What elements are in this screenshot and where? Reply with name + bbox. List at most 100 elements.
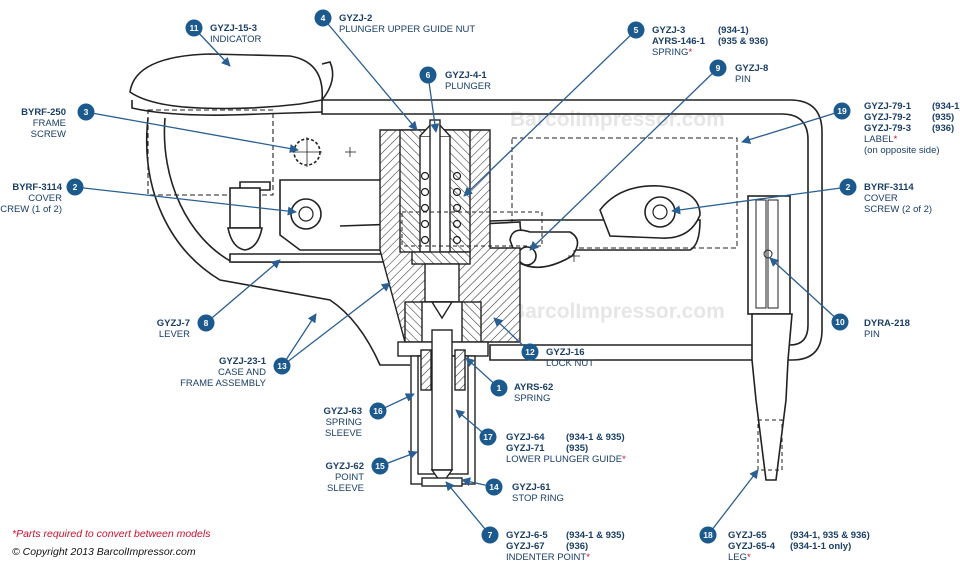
part-number: GYZJ-23-1 xyxy=(219,356,267,367)
callout-19: 19 GYZJ-79-1 (934-1) GYZJ-79-2 (935) GYZJ-79-… xyxy=(834,101,960,156)
callout-5: 5 GYZJ-3 (934-1) AYRS-146-1 (935 & 936) SPRIN… xyxy=(628,22,769,59)
model-note: (934-1) xyxy=(718,25,749,36)
part-description: PIN xyxy=(864,329,880,340)
callout-number: 4 xyxy=(321,13,326,23)
callout-7: 7 GYZJ-6-5 (934-1 & 935) GYZJ-67 (936)INDENT… xyxy=(482,527,625,564)
part-number: GYZJ-7 xyxy=(157,318,190,329)
part-number: BYRF-3114 xyxy=(864,182,914,193)
callout-number: 14 xyxy=(489,482,499,492)
callout-number: 3 xyxy=(84,107,89,117)
part-description: LOCK NUT xyxy=(546,358,594,369)
part-number: AYRS-146-1 xyxy=(652,36,706,47)
part-number: GYZJ-67 xyxy=(506,541,545,552)
part-number: GYZJ-16 xyxy=(546,347,585,358)
part-number: GYZJ-71 xyxy=(506,443,545,454)
callout-number: 13 xyxy=(277,361,287,371)
model-note: (936) xyxy=(566,541,588,552)
convert-asterisk: * xyxy=(747,552,751,563)
part-number: GYZJ-79-3 xyxy=(864,123,911,134)
part-description: SPRING* xyxy=(652,47,692,58)
part-description: SCREW (1 of 2) xyxy=(0,204,62,215)
part-description: PIN xyxy=(735,74,751,85)
part-description: SPRING xyxy=(514,393,550,404)
part-description: (on opposite side) xyxy=(864,145,940,156)
callout-number: 7 xyxy=(488,530,493,540)
model-note: (934-1) xyxy=(932,101,960,112)
copyright-notice: © Copyright 2013 BarcolImpressor.com xyxy=(12,546,196,558)
part-description: SPRING xyxy=(326,417,362,428)
part-number: GYZJ-65-4 xyxy=(728,541,776,552)
part-number: GYZJ-64 xyxy=(506,432,545,443)
watermark-top: BarcolImpressor.com xyxy=(510,108,725,131)
part-number: GYZJ-3 xyxy=(652,25,685,36)
callout-number: 16 xyxy=(373,406,383,416)
callout-number: 15 xyxy=(375,461,385,471)
part-number: BYRF-250 xyxy=(21,107,66,118)
model-note: (934-1 & 935) xyxy=(566,530,625,541)
callout-number: 1 xyxy=(497,383,502,393)
callout-number: 2 xyxy=(73,182,78,192)
callout-number: 9 xyxy=(716,63,721,73)
part-number: AYRS-62 xyxy=(514,382,553,393)
part-number: GYZJ-2 xyxy=(339,13,372,24)
part-description: POINT xyxy=(335,472,364,483)
callout-number: 11 xyxy=(190,23,199,33)
callout-number: 6 xyxy=(426,70,431,80)
part-description: INDENTER POINT* xyxy=(506,552,590,563)
callout-number: 10 xyxy=(835,317,845,327)
callout-number: 18 xyxy=(703,530,713,540)
footnote-text: Parts required to convert between models xyxy=(16,528,210,540)
part-number: GYZJ-79-1 xyxy=(864,101,912,112)
model-note: (935) xyxy=(932,112,954,123)
part-number: BYRF-3114 xyxy=(12,182,62,193)
part-description: SLEEVE xyxy=(325,428,362,439)
part-description: LABEL* xyxy=(864,134,898,145)
convert-asterisk: * xyxy=(688,47,692,58)
model-note: (934-1, 935 & 936) xyxy=(790,530,870,541)
callout-number: 2 xyxy=(846,182,851,192)
part-description: COVER xyxy=(28,193,62,204)
model-note: (936) xyxy=(932,123,954,134)
part-number: GYZJ-6-5 xyxy=(506,530,548,541)
part-description: SCREW (2 of 2) xyxy=(864,204,932,215)
callout-number: 12 xyxy=(525,347,535,357)
part-description: FRAME xyxy=(33,118,66,129)
convert-asterisk: * xyxy=(894,134,898,145)
part-description: LEVER xyxy=(159,329,190,340)
part-description: LOWER PLUNGER GUIDE* xyxy=(506,454,626,465)
part-description: FRAME ASSEMBLY xyxy=(180,378,267,389)
part-description: INDICATOR xyxy=(210,34,262,45)
part-description: SCREW xyxy=(31,129,66,140)
callout-number: 19 xyxy=(837,106,847,116)
part-number: GYZJ-79-2 xyxy=(864,112,911,123)
model-note: (935) xyxy=(566,443,588,454)
model-note: (935 & 936) xyxy=(718,36,768,47)
footnote: *Parts required to convert between model… xyxy=(12,528,210,540)
convert-asterisk: * xyxy=(586,552,590,563)
part-number: GYZJ-63 xyxy=(323,406,362,417)
model-note: (934-1 & 935) xyxy=(566,432,625,443)
callout-number: 5 xyxy=(634,25,639,35)
convert-asterisk: * xyxy=(622,454,626,465)
part-description: COVER xyxy=(864,193,898,204)
part-description: LEG* xyxy=(728,552,751,563)
part-description: SLEEVE xyxy=(327,483,364,494)
part-number: GYZJ-15-3 xyxy=(210,23,257,34)
model-note: (934-1-1 only) xyxy=(790,541,851,552)
